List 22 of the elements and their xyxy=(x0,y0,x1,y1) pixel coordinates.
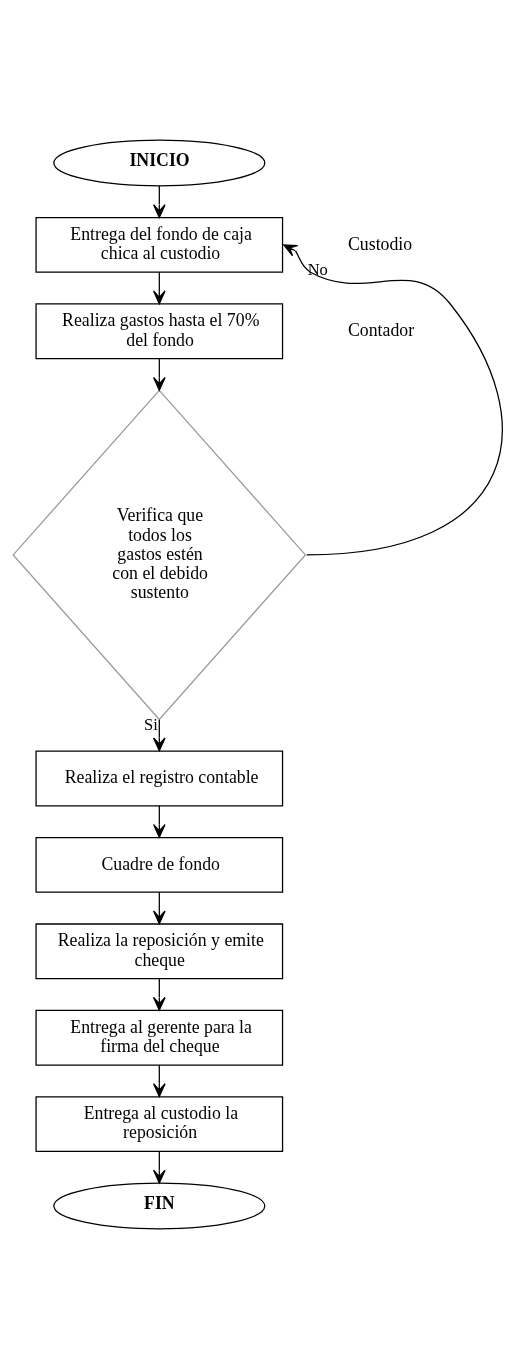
arrow xyxy=(152,184,166,218)
arrow xyxy=(152,357,166,391)
node-box: Cuadre de fondo xyxy=(35,836,284,893)
node-box: Realiza el registro contable xyxy=(35,750,284,806)
arrow xyxy=(152,977,166,1011)
arrow xyxy=(152,271,166,304)
node-box: Realiza la reposición y emite cheque xyxy=(35,922,284,979)
label: Custodio xyxy=(347,233,413,254)
node-ellipse: INICIO xyxy=(53,138,266,186)
label: Contador xyxy=(347,319,415,340)
node-diamond: Verifica que todos los gastos estén con el debido sustento xyxy=(12,388,307,720)
arrow xyxy=(152,1150,166,1184)
node-box: Realiza gastos hasta el 70% del fondo xyxy=(35,302,284,359)
node-box: Entrega al custodio la reposición xyxy=(35,1095,284,1152)
arrow xyxy=(283,243,503,556)
node-box: Entrega al gerente para la firma del cheque xyxy=(35,1009,284,1066)
arrow xyxy=(152,1063,166,1097)
edge-label: No xyxy=(307,259,328,279)
node-box: Entrega del fondo de caja chica al custodio xyxy=(35,216,284,273)
arrow xyxy=(152,804,166,838)
node-ellipse: FIN xyxy=(53,1182,266,1230)
arrow xyxy=(152,891,166,924)
